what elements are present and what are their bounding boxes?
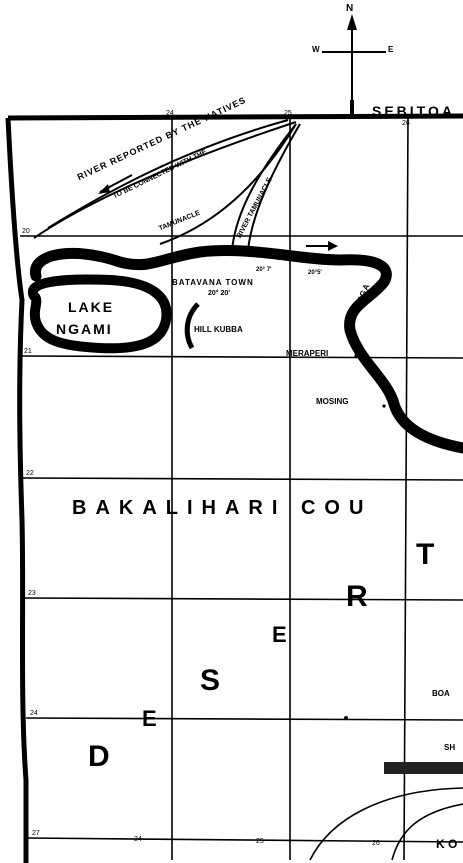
desert-letter-e1: E [142, 706, 163, 731]
bottom-right-river [309, 787, 463, 861]
merapeli-dot [354, 354, 358, 358]
river-coordinate-1: 20° 7' [256, 267, 272, 273]
river-arrow-icon [98, 174, 133, 194]
compass-east-label: E [388, 45, 394, 54]
grid-label-top-25: 25 [284, 110, 292, 117]
grid-lines [20, 117, 463, 861]
bottom-right-river-2 [391, 803, 463, 861]
map-frame-top [7, 113, 463, 121]
desert-letter-d: D [88, 740, 116, 773]
grid-label-left-21: 21 [24, 348, 32, 355]
river-zouga [30, 245, 463, 454]
grid-label-top-26: 26 [402, 120, 410, 127]
grid-label-left-20: 20 [22, 228, 30, 235]
zouga-arrow-icon [306, 241, 338, 251]
grid-label-top-24: 24 [166, 110, 174, 117]
mosing-dot [382, 404, 386, 408]
hatched-area [384, 762, 463, 774]
grid-label-bottom-26: 26 [372, 840, 380, 847]
grid-label-left-22: 22 [26, 470, 34, 477]
grid-label-left-27: 27 [32, 830, 40, 837]
compass-west-label: W [312, 45, 320, 54]
river-coordinate-2: 20°5' [308, 270, 322, 276]
lake-ngami-outline [28, 274, 172, 354]
place-merapeli: MERAPERI [286, 349, 329, 358]
river-tamunacle [231, 123, 301, 251]
place-batavana-town: BATAVANA TOWN [172, 278, 254, 287]
desert-letter-r: R [346, 580, 374, 613]
desert-letter-e2: E [272, 622, 293, 647]
place-ko: K O [436, 837, 458, 851]
batavana-coordinate: 20° 20' [208, 290, 230, 297]
grid-label-bottom-25: 25 [256, 838, 264, 845]
grid-label-bottom-24: 24 [134, 836, 142, 843]
desert-letter-s: S [200, 664, 227, 697]
place-hill-kubba: HILL KUBBA [194, 325, 243, 334]
grid-label-left-23: 23 [28, 590, 36, 597]
misc-dot [344, 716, 348, 720]
grid-label-left-24: 24 [30, 710, 38, 717]
lake-ngami-label-1: LAKE [68, 299, 115, 315]
place-sebitoane: SEBITOA [372, 103, 455, 119]
map-frame-left [5, 117, 29, 863]
compass-rose [322, 14, 386, 116]
desert-letter-t: T [416, 538, 441, 571]
hill-kubba-marker [184, 302, 200, 350]
compass-north-label: N [346, 3, 354, 14]
region-bakalihari: BAKALIHARI COU [72, 497, 373, 519]
lake-ngami-label-2: NGAMI [56, 321, 113, 337]
reported-river [33, 119, 297, 245]
place-boa: BOA [432, 689, 450, 698]
place-mosing: MOSING [316, 397, 349, 406]
place-sh: SH [444, 743, 456, 752]
